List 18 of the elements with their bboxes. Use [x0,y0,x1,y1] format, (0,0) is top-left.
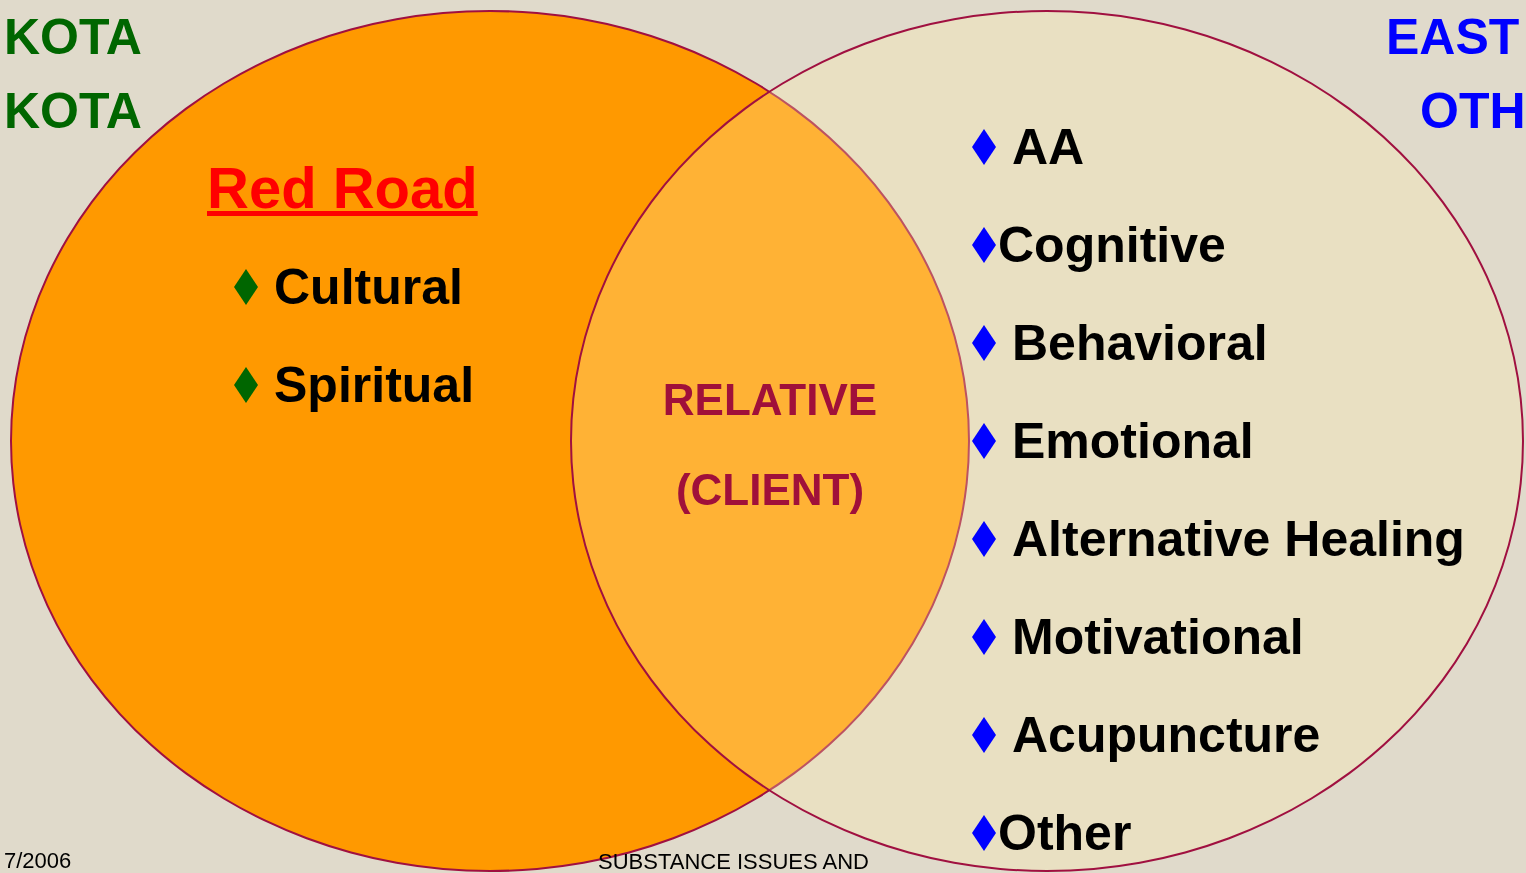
list-item: Emotional [1012,416,1254,466]
corner-heading: KOTA [4,12,142,62]
list-item: Alternative Healing [1012,514,1465,564]
list-item: Cognitive [998,220,1226,270]
list-item: Other [998,808,1132,858]
footer-text: SUBSTANCE ISSUES AND [598,851,869,873]
corner-heading: KOTA [4,86,142,136]
corner-heading: EAST [1386,12,1520,62]
list-item: Cultural [274,262,463,312]
list-item: Spiritual [274,360,475,410]
list-item: AA [1012,122,1085,172]
list-item: Motivational [1012,612,1304,662]
corner-heading: OTH [1420,86,1526,136]
list-item: Acupuncture [1012,710,1321,760]
footer-text: 7/2006 [4,850,72,872]
circle-heading: Red Road [207,154,478,221]
list-item: Behavioral [1012,318,1268,368]
overlap-label: RELATIVE (CLIENT) [661,374,879,516]
